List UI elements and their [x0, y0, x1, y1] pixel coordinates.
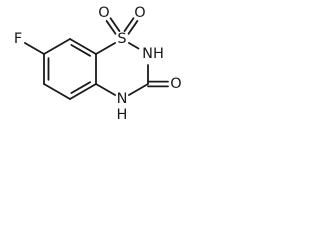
atom-label-n2: NH: [142, 46, 164, 62]
bond-a4-a5: [43, 83, 71, 100]
bond-s-o2-a: [127, 20, 139, 35]
bond-s-n2: [128, 42, 140, 50]
atom-label-o1: O: [98, 5, 109, 21]
bond-c3-n4: [128, 83, 149, 96]
bond-a1-a2-inner: [70, 44, 92, 57]
atom-label-n4: N: [117, 91, 128, 107]
bond-a1-s: [95, 42, 116, 55]
bond-s-o1-b: [105, 20, 117, 35]
bond-s-o2-b: [123, 17, 135, 32]
bond-n4-a6: [95, 83, 116, 96]
bond-a1-a2: [69, 38, 97, 55]
bond-lines: [24, 17, 169, 100]
bond-a2-a3: [43, 38, 71, 55]
atom-labels: S NH N O O O F H: [14, 5, 182, 123]
atom-label-h4: H: [117, 107, 128, 123]
atom-label-f: F: [14, 31, 22, 47]
bond-a3-f: [24, 42, 45, 55]
atom-label-o3: O: [170, 76, 181, 92]
atom-label-s: S: [117, 31, 126, 47]
bond-a5-a6: [69, 83, 97, 100]
chemical-structure: S NH N O O O F H: [14, 5, 182, 123]
bond-s-o1-a: [109, 17, 121, 32]
bond-a5-a6-inner: [70, 81, 92, 94]
atom-label-o2: O: [134, 5, 145, 21]
